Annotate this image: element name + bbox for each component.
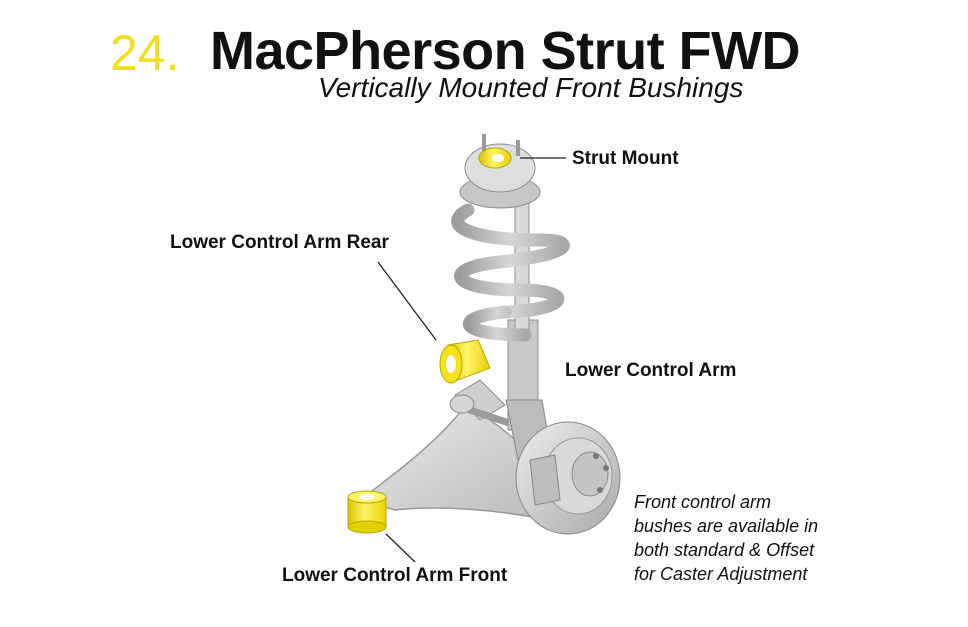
leader-lines	[377, 157, 566, 563]
lower-control-arm-rear-label: Lower Control Arm Rear	[170, 232, 389, 253]
note-line: bushes are available in	[634, 516, 819, 536]
strut-top-mount-shape	[459, 134, 541, 209]
coil-spring-shape	[451, 203, 570, 342]
lower-control-arm-front-leader	[385, 533, 416, 563]
note-line: for Caster Adjustment	[634, 564, 808, 584]
note-line: Front control arm	[634, 492, 772, 512]
caster-note: Front control arm bushes are available i…	[634, 490, 818, 586]
rear-bushing-shape	[439, 339, 491, 384]
diagram-subtitle: Vertically Mounted Front Bushings	[318, 72, 744, 103]
diagram-number: 24.	[110, 25, 180, 81]
front-bushing-shape	[347, 490, 387, 534]
lower-control-arm-label: Lower Control Arm	[565, 360, 737, 381]
title-row: 24. MacPherson Strut FWD	[110, 20, 910, 81]
diagram-title: MacPherson Strut FWD	[210, 21, 801, 81]
lower-control-arm-front-label: Lower Control Arm Front	[282, 565, 508, 586]
brake-disc-shape	[515, 421, 621, 535]
strut-mount-label: Strut Mount	[572, 148, 679, 169]
note-line: both standard & Offset	[634, 540, 815, 560]
lower-control-arm-rear-leader	[377, 261, 437, 341]
